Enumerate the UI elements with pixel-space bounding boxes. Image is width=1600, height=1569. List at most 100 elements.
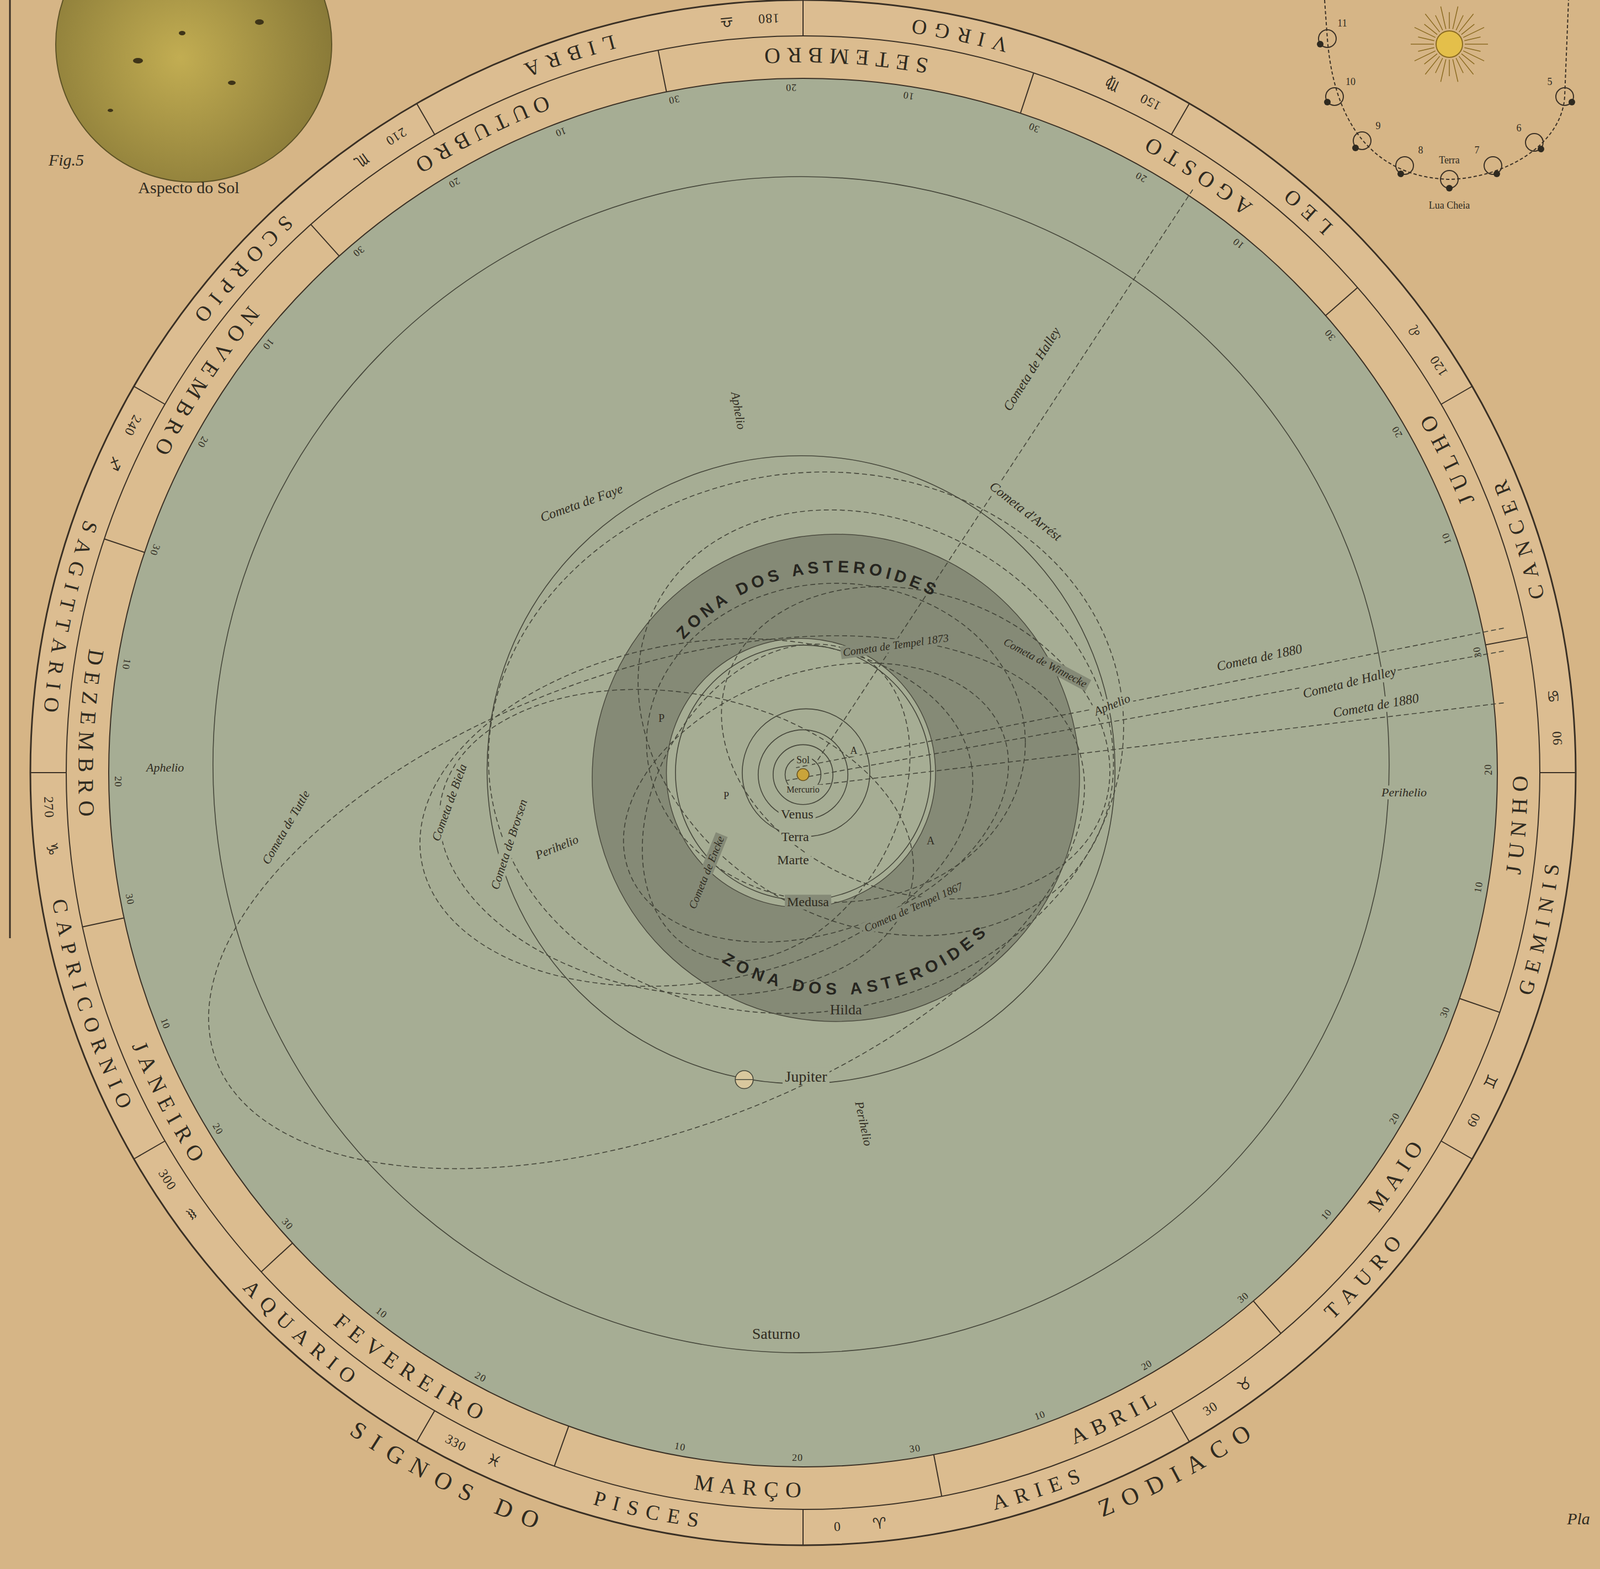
glyph: R xyxy=(1106,1402,1130,1432)
sky-disc xyxy=(108,78,1498,1467)
sun-ray xyxy=(1448,59,1450,77)
glyph: O xyxy=(189,300,218,327)
orbits xyxy=(137,176,1504,1353)
ring-tick xyxy=(261,1242,293,1272)
orbit-label: Aphelio xyxy=(727,389,749,434)
glyph: O xyxy=(73,799,99,817)
glyph: 0 xyxy=(833,1519,841,1535)
sun-ray xyxy=(1452,6,1458,30)
asteroid-zone: ZONA DOS ASTEROIDESZONA DOS ASTEROIDES xyxy=(591,533,1081,1023)
glyph: C xyxy=(47,897,73,916)
sun-ray xyxy=(1440,6,1446,30)
phase-number: 8 xyxy=(1416,144,1426,157)
jupiter-symbol xyxy=(735,1070,754,1089)
planet-label: Saturno xyxy=(750,1325,803,1343)
ring-tick xyxy=(933,1454,942,1497)
glyph: O xyxy=(516,1503,542,1535)
ring-tick xyxy=(1253,1300,1281,1334)
glyph: R xyxy=(226,257,253,284)
frame-line xyxy=(9,0,12,939)
ring-tick xyxy=(30,772,67,774)
figure-caption: Aspecto do Sol xyxy=(135,178,242,198)
phase-number: 11 xyxy=(1335,17,1349,30)
orbit-label: Aphelio xyxy=(1090,690,1135,720)
glyph: N xyxy=(404,1452,433,1485)
orbit-label: Cometa de 1880 xyxy=(1330,690,1423,722)
glyph: M xyxy=(73,731,99,752)
glyph: G xyxy=(1210,177,1238,207)
planet-label: Hilda xyxy=(827,1001,865,1019)
glyph: I xyxy=(975,27,988,52)
glyph: J xyxy=(1501,864,1527,876)
glyph: 0 xyxy=(1549,731,1565,739)
glyph: E xyxy=(195,356,224,382)
planet-label: Jupiter xyxy=(782,1067,829,1086)
glyph: O xyxy=(784,1478,801,1503)
glyph: ♊ xyxy=(1481,1072,1503,1093)
ring-tick xyxy=(1441,1141,1472,1160)
glyph: A xyxy=(1181,1447,1210,1480)
sun-spot xyxy=(133,57,143,64)
glyph: R xyxy=(73,778,99,795)
orbit-label: Perihelio xyxy=(531,831,583,864)
glyph: A xyxy=(1517,560,1544,582)
month-ring xyxy=(66,35,1540,1510)
sun-ray xyxy=(1435,15,1443,31)
glyph: B xyxy=(808,43,823,68)
figure-number: Fig.5 xyxy=(46,150,87,170)
sun-dot xyxy=(796,768,810,781)
glyph: R xyxy=(852,557,866,578)
sun-disc xyxy=(55,0,332,183)
ring-tick xyxy=(1171,103,1190,135)
glyph xyxy=(841,979,847,998)
orbit-label: Cometa d'Arrést xyxy=(984,477,1067,546)
glyph: O xyxy=(149,433,179,460)
glyph: S xyxy=(806,557,820,578)
glyph: E xyxy=(837,557,849,577)
glyph: S xyxy=(454,1477,478,1508)
phase-number: 7 xyxy=(1472,144,1482,157)
glyph: O xyxy=(109,1088,137,1113)
glyph: M xyxy=(1363,1185,1395,1216)
glyph: U xyxy=(1349,1264,1378,1292)
saturn-orbit xyxy=(213,176,1390,1353)
glyph: O xyxy=(1279,184,1306,212)
sun-ray xyxy=(1425,56,1440,75)
sun-spot xyxy=(254,19,264,25)
glyph: 8 xyxy=(764,11,773,26)
glyph: O xyxy=(1117,1481,1145,1513)
earth-path xyxy=(1324,0,1569,180)
glyph: O xyxy=(38,695,63,714)
glyph: O xyxy=(77,1013,105,1036)
ring-tick xyxy=(310,224,339,257)
glyph: 2 xyxy=(791,1452,797,1464)
glyph: I xyxy=(1124,1396,1143,1422)
glyph: 0 xyxy=(797,1452,803,1464)
glyph: I xyxy=(1537,881,1562,892)
glyph: O xyxy=(529,90,554,120)
planet-label: Terra xyxy=(778,830,811,846)
ring-tick xyxy=(1485,636,1528,645)
sun-ray xyxy=(1458,13,1474,33)
glyph: J xyxy=(1453,490,1480,508)
sun-ray xyxy=(1417,47,1434,52)
glyph: E xyxy=(665,1503,682,1529)
planet-label: A xyxy=(848,745,860,757)
glyph: S xyxy=(825,979,838,998)
glyph: I xyxy=(1531,917,1555,930)
sun-ray xyxy=(1452,59,1458,82)
glyph: A xyxy=(1334,1281,1362,1309)
glyph: V xyxy=(989,30,1011,58)
glyph: D xyxy=(1141,1469,1169,1501)
jupiter-orbit xyxy=(486,455,1115,1084)
glyph: T xyxy=(874,46,891,73)
glyph: ♐ xyxy=(103,453,125,473)
planet-label: Sol xyxy=(794,753,812,766)
glyph: E xyxy=(1496,497,1523,518)
zodiac-ring xyxy=(30,0,1576,1546)
glyph: V xyxy=(207,337,237,365)
glyph: S xyxy=(272,210,297,236)
glyph: 2 xyxy=(1482,769,1495,775)
glyph: O xyxy=(221,319,251,348)
